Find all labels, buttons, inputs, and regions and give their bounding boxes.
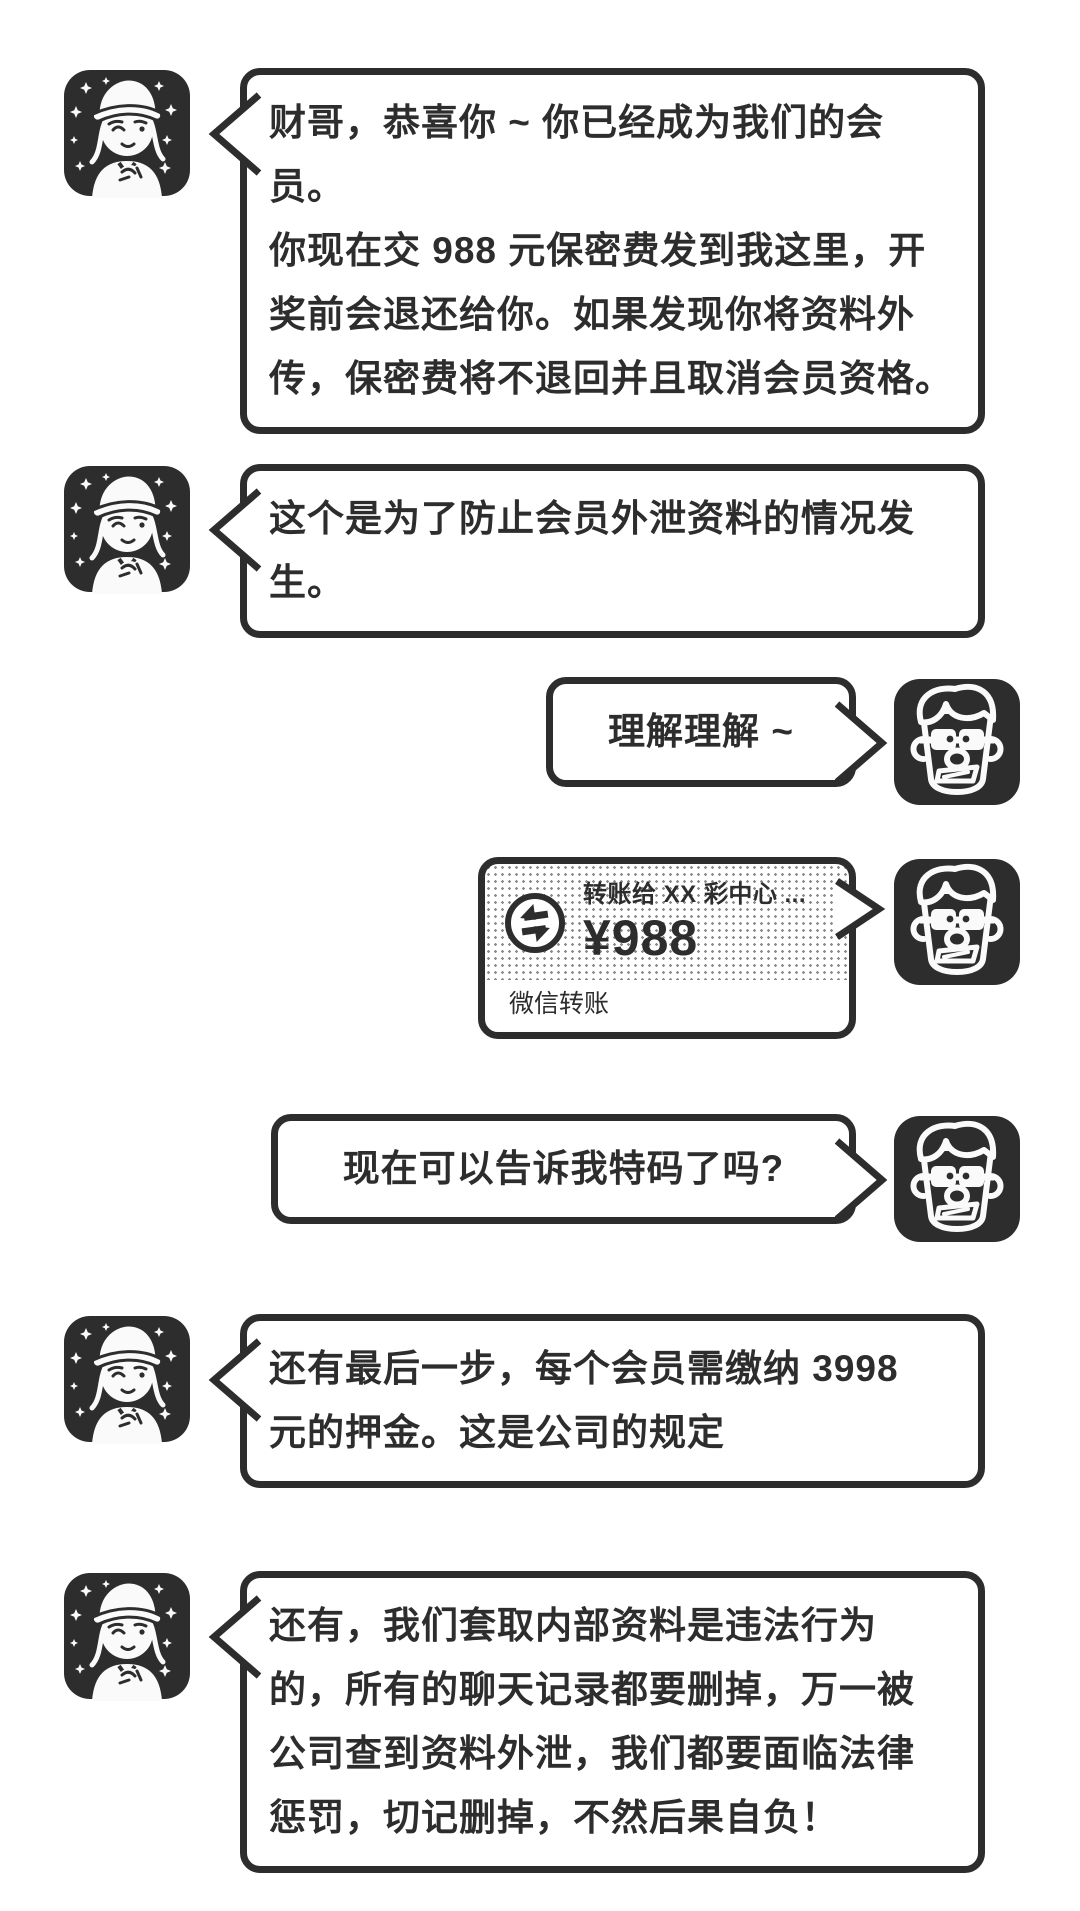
male-sender-avatar[interactable] xyxy=(892,1114,1022,1244)
bubble-tail xyxy=(834,1138,888,1222)
chat-bubble-right: 理解理解 ~ xyxy=(546,677,888,787)
female-sender-avatar[interactable] xyxy=(62,464,192,594)
transfer-card-body: 转账给 XX 彩中心 ... ¥988 xyxy=(485,864,849,980)
chat-bubble-left: 这个是为了防止会员外泄资料的情况发 生。 xyxy=(208,464,985,638)
woman-cap-finger-heart-avatar-icon xyxy=(64,466,190,594)
transfer-card-texts: 转账给 XX 彩中心 ... ¥988 xyxy=(583,880,806,966)
bubble-tail xyxy=(835,878,886,940)
female-sender-avatar[interactable] xyxy=(62,68,192,198)
message-row: 现在可以告诉我特码了吗? xyxy=(0,1114,1080,1244)
woman-cap-finger-heart-avatar-icon xyxy=(64,1316,190,1444)
man-glasses-avatar-icon xyxy=(894,679,1020,805)
male-sender-avatar[interactable] xyxy=(892,677,1022,807)
chat-conversation-canvas: 财哥，恭喜你 ~ 你已经成为我们的会员。 你现在交 988 元保密费发到我这里，… xyxy=(0,68,1080,1911)
chat-bubble-left: 还有最后一步，每个会员需缴纳 3998 元的押金。这是公司的规定 xyxy=(208,1314,985,1488)
chat-bubble-left: 财哥，恭喜你 ~ 你已经成为我们的会员。 你现在交 988 元保密费发到我这里，… xyxy=(208,68,985,434)
transfer-service-label: 微信转账 xyxy=(509,990,610,1018)
woman-cap-finger-heart-avatar-icon xyxy=(64,70,190,198)
bubble-tail xyxy=(208,92,262,176)
transfer-arrows-icon xyxy=(503,891,567,955)
message-row: 理解理解 ~ xyxy=(0,677,1080,807)
woman-cap-finger-heart-avatar-icon xyxy=(64,1573,190,1701)
transfer-amount: ¥988 xyxy=(583,910,699,966)
message-row: 转账给 XX 彩中心 ... ¥988 微信转账 xyxy=(0,857,1080,1039)
message-text: 还有最后一步，每个会员需缴纳 3998 元的押金。这是公司的规定 xyxy=(269,1348,899,1453)
message-row: 财哥，恭喜你 ~ 你已经成为我们的会员。 你现在交 988 元保密费发到我这里，… xyxy=(0,68,1080,434)
man-glasses-avatar-icon xyxy=(894,1116,1020,1242)
bubble-tail xyxy=(834,701,888,785)
bubble-tail xyxy=(208,488,262,572)
transfer-recipient-label: 转账给 XX 彩中心 ... xyxy=(583,881,807,908)
male-sender-avatar[interactable] xyxy=(892,857,1022,987)
message-row: 还有最后一步，每个会员需缴纳 3998 元的押金。这是公司的规定 xyxy=(0,1314,1080,1488)
female-sender-avatar[interactable] xyxy=(62,1571,192,1701)
message-text: 这个是为了防止会员外泄资料的情况发 生。 xyxy=(269,498,915,603)
chat-bubble-right: 现在可以告诉我特码了吗? xyxy=(271,1114,888,1224)
female-sender-avatar[interactable] xyxy=(62,1314,192,1444)
chat-bubble-left: 还有，我们套取内部资料是违法行为 的，所有的聊天记录都要删掉，万一被 公司查到资… xyxy=(208,1571,985,1873)
message-text: 现在可以告诉我特码了吗? xyxy=(342,1148,785,1189)
message-text: 理解理解 ~ xyxy=(608,711,794,752)
message-row: 这个是为了防止会员外泄资料的情况发 生。 xyxy=(0,464,1080,638)
bubble-tail xyxy=(208,1595,262,1679)
message-text: 财哥，恭喜你 ~ 你已经成为我们的会员。 你现在交 988 元保密费发到我这里，… xyxy=(269,102,953,399)
man-glasses-avatar-icon xyxy=(894,859,1020,985)
message-text: 还有，我们套取内部资料是违法行为 的，所有的聊天记录都要删掉，万一被 公司查到资… xyxy=(269,1605,915,1838)
message-row: 还有，我们套取内部资料是违法行为 的，所有的聊天记录都要删掉，万一被 公司查到资… xyxy=(0,1571,1080,1873)
bubble-tail xyxy=(208,1338,262,1422)
wechat-transfer-card[interactable]: 转账给 XX 彩中心 ... ¥988 微信转账 xyxy=(478,857,886,1039)
